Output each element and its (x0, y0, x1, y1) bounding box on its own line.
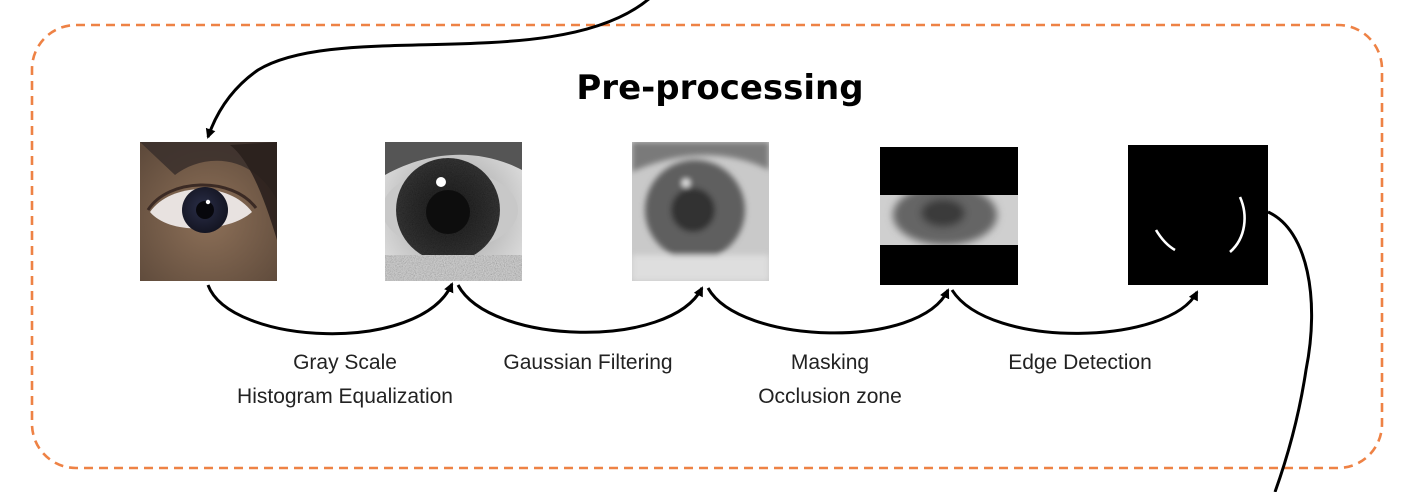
transition-arrow-2 (456, 284, 704, 334)
step-label-edge: Edge Detection (1008, 351, 1152, 374)
transition-arrow-4 (950, 289, 1199, 335)
incoming-arrow (205, 0, 650, 139)
step-label-gaussian: Gaussian Filtering (503, 351, 673, 374)
grayscale-eye-icon (385, 142, 522, 281)
preprocessing-frame (30, 23, 1384, 470)
step-label-masking: Masking Occlusion zone (758, 351, 902, 408)
diagram-title: Pre-processing (576, 68, 864, 108)
blurred-eye-icon (632, 142, 769, 281)
masked-eye-icon (880, 147, 1018, 285)
edge-map-icon (1128, 145, 1268, 285)
color-eye-icon (140, 142, 277, 281)
outgoing-arrow (1267, 210, 1314, 492)
transition-arrow-3 (706, 287, 950, 335)
step-label-grayscale: Gray Scale Histogram Equalization (237, 351, 453, 408)
transition-arrow-1 (206, 282, 454, 336)
